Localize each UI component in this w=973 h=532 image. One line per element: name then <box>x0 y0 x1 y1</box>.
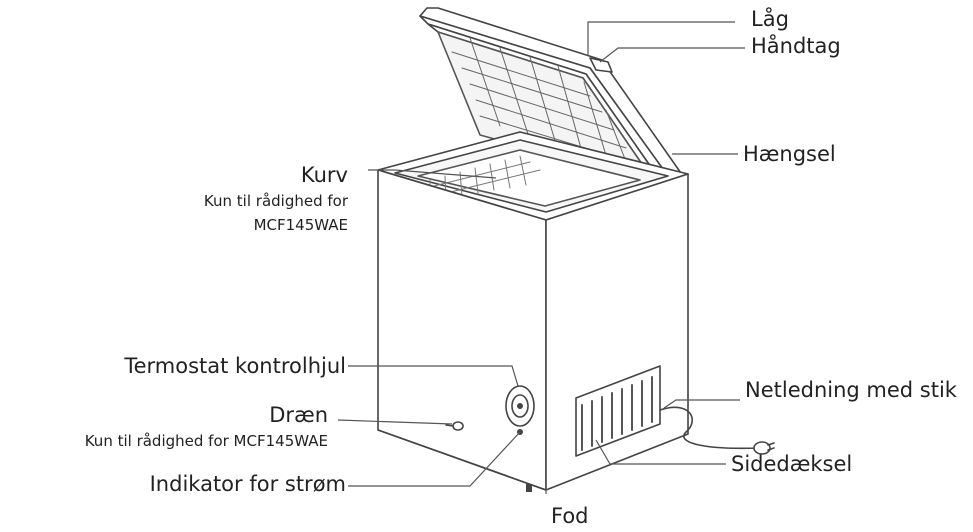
drain-drawing <box>445 421 464 431</box>
lid-label: Låg <box>751 7 789 31</box>
handle-label: Håndtag <box>751 34 841 58</box>
basket-note-line2: MCF145WAE <box>253 216 348 234</box>
plug-drawing <box>753 441 775 455</box>
leader-lines <box>337 21 745 494</box>
power-indicator-label: Indikator for strøm <box>149 472 346 496</box>
drain-label: Dræn <box>269 403 328 427</box>
hinge-label: Hængsel <box>743 142 836 166</box>
basket-note-line1: Kun til rådighed for <box>203 192 348 210</box>
thermostat-dial-drawing <box>505 385 535 427</box>
power-cord-label: Netledning med stik <box>745 378 957 402</box>
drain-note: Kun til rådighed for MCF145WAE <box>84 432 328 450</box>
power-cord-drawing <box>659 406 761 450</box>
thermostat-label: Termostat kontrolhjul <box>124 354 346 378</box>
basket-label: Kurv <box>300 163 348 187</box>
side-cover-drawing <box>575 365 661 457</box>
foot-label: Fod <box>551 504 589 528</box>
freezer-body <box>377 131 689 491</box>
foot-drawing <box>526 484 532 492</box>
side-cover-label: Sidedæksel <box>731 452 853 476</box>
